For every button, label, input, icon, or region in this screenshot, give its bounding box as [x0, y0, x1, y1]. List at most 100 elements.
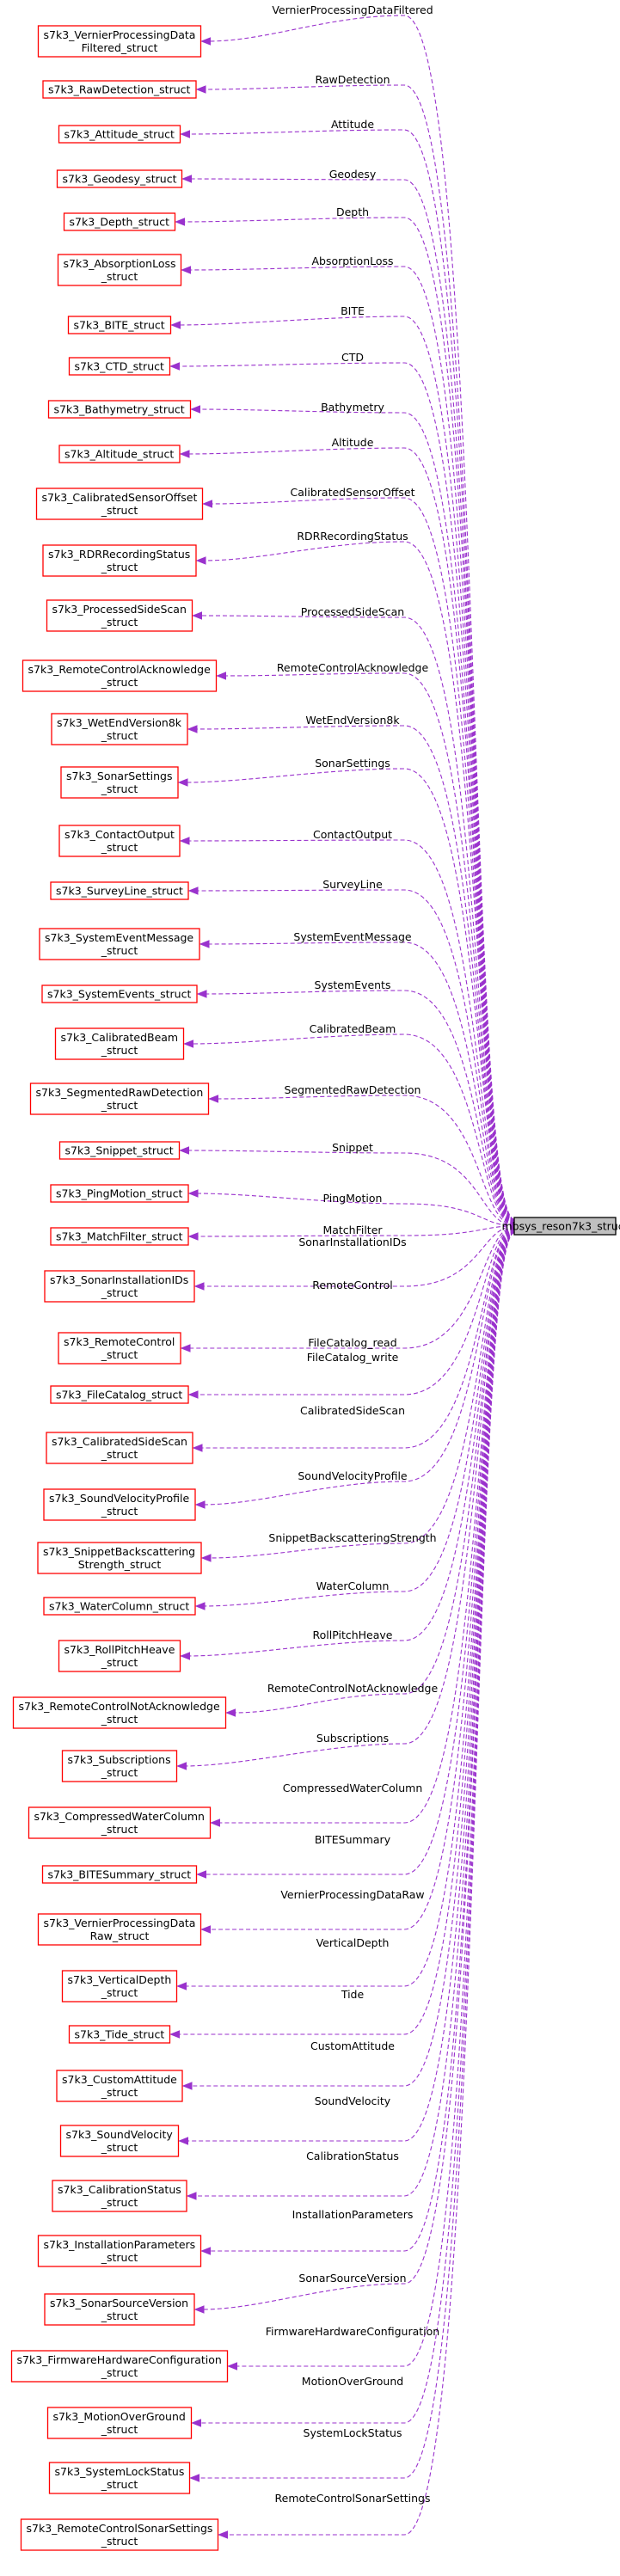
node-depth[interactable]: s7k3_Depth_struct: [63, 212, 176, 231]
node-contactoutput[interactable]: s7k3_ContactOutput_struct: [58, 825, 181, 857]
node-box-depth[interactable]: [63, 212, 176, 231]
node-box-calibratedsidescan[interactable]: [46, 1432, 193, 1464]
node-remotecontrolacknowledge[interactable]: s7k3_RemoteControlAcknowledge_struct: [21, 659, 218, 692]
node-systemevents[interactable]: s7k3_SystemEvents_struct: [41, 984, 198, 1003]
node-box-rawdetection[interactable]: [42, 80, 197, 99]
node-tide[interactable]: s7k3_Tide_struct: [68, 2025, 171, 2044]
node-box-geodesy[interactable]: [56, 169, 183, 188]
node-box-calibratedbeam[interactable]: [54, 1027, 185, 1060]
node-calibratedsidescan[interactable]: s7k3_CalibratedSideScan_struct: [46, 1432, 193, 1464]
node-remotecontrolnotacknowledge[interactable]: s7k3_RemoteControlNotAcknowledge_struct: [12, 1696, 227, 1729]
node-customattitude[interactable]: s7k3_CustomAttitude_struct: [56, 2070, 183, 2102]
node-sonarsettings[interactable]: s7k3_SonarSettings_struct: [60, 766, 179, 799]
node-box-vernierprocessingdataraw[interactable]: [37, 1913, 202, 1946]
node-box-rollpitchheave[interactable]: [58, 1640, 181, 1672]
node-box-soundvelocityprofile[interactable]: [43, 1488, 196, 1521]
node-box-compressedwatercolumn[interactable]: [28, 1806, 212, 1839]
node-box-bitesummary[interactable]: [41, 1865, 198, 1884]
node-box-sonarsourceversion[interactable]: [44, 2293, 195, 2326]
node-box-calibrationstatus[interactable]: [52, 2180, 187, 2212]
node-wetendversion8k[interactable]: s7k3_WetEndVersion8k_struct: [51, 713, 188, 745]
node-box-soundvelocity[interactable]: [59, 2125, 180, 2157]
target-node[interactable]: mbsys_reson7k3_struct: [501, 1217, 620, 1236]
node-box-altitude[interactable]: [58, 445, 181, 463]
node-soundvelocity[interactable]: s7k3_SoundVelocity_struct: [59, 2125, 180, 2157]
node-box-tide[interactable]: [68, 2025, 171, 2044]
node-absorptionloss[interactable]: s7k3_AbsorptionLoss_struct: [57, 254, 182, 286]
node-box-contactoutput[interactable]: [58, 825, 181, 857]
node-snippet[interactable]: s7k3_Snippet_struct: [58, 1141, 181, 1160]
node-box-bite[interactable]: [67, 316, 172, 334]
node-segmentedrawdetection[interactable]: s7k3_SegmentedRawDetection_struct: [29, 1083, 210, 1115]
node-box-motionoverground[interactable]: [46, 2407, 193, 2439]
node-geodesy[interactable]: s7k3_Geodesy_struct: [56, 169, 183, 188]
node-installationparameters[interactable]: s7k3_InstallationParameters_struct: [37, 2235, 202, 2267]
target-node-box[interactable]: [513, 1217, 617, 1236]
node-calibrationstatus[interactable]: s7k3_CalibrationStatus_struct: [52, 2180, 187, 2212]
node-bitesummary[interactable]: s7k3_BITESummary_struct: [41, 1865, 198, 1884]
node-box-calibratedsensoroffset[interactable]: [35, 488, 204, 520]
node-sonarinstallationids[interactable]: s7k3_SonarInstallationIDs_struct: [44, 1270, 195, 1303]
node-calibratedbeam[interactable]: s7k3_CalibratedBeam_struct: [54, 1027, 185, 1060]
node-box-systemlockstatus[interactable]: [48, 2462, 191, 2494]
node-attitude[interactable]: s7k3_Attitude_struct: [58, 125, 181, 144]
node-box-absorptionloss[interactable]: [57, 254, 182, 286]
node-box-systemevents[interactable]: [41, 984, 198, 1003]
node-surveyline[interactable]: s7k3_SurveyLine_struct: [50, 881, 189, 900]
node-box-vernierprocessingdatafiltered[interactable]: [37, 25, 202, 58]
node-calibratedsensoroffset[interactable]: s7k3_CalibratedSensorOffset_struct: [35, 488, 204, 520]
node-box-processedsidescan[interactable]: [46, 599, 193, 632]
node-box-remotecontrol[interactable]: [58, 1332, 181, 1365]
node-remotecontrol[interactable]: s7k3_RemoteControl_struct: [58, 1332, 181, 1365]
node-box-rdrrecordingstatus[interactable]: [42, 544, 197, 577]
node-box-matchfilter[interactable]: [50, 1227, 189, 1246]
node-box-filecatalog[interactable]: [50, 1385, 189, 1404]
node-rollpitchheave[interactable]: s7k3_RollPitchHeave_struct: [58, 1640, 181, 1672]
node-box-subscriptions[interactable]: [61, 1750, 178, 1782]
node-box-snippet[interactable]: [58, 1141, 181, 1160]
node-sonarsourceversion[interactable]: s7k3_SonarSourceVersion_struct: [44, 2293, 195, 2326]
node-processedsidescan[interactable]: s7k3_ProcessedSideScan_struct: [46, 599, 193, 632]
node-subscriptions[interactable]: s7k3_Subscriptions_struct: [61, 1750, 178, 1782]
node-box-bathymetry[interactable]: [47, 400, 192, 419]
node-motionoverground[interactable]: s7k3_MotionOverGround_struct: [46, 2407, 193, 2439]
node-box-surveyline[interactable]: [50, 881, 189, 900]
node-systemeventmessage[interactable]: s7k3_SystemEventMessage_struct: [39, 928, 200, 960]
node-verticaldepth[interactable]: s7k3_VerticalDepth_struct: [61, 1970, 178, 2003]
node-ctd[interactable]: s7k3_CTD_struct: [68, 357, 171, 376]
node-box-segmentedrawdetection[interactable]: [29, 1083, 210, 1115]
node-box-remotecontrolsonarsettings[interactable]: [20, 2518, 219, 2551]
node-bathymetry[interactable]: s7k3_Bathymetry_struct: [47, 400, 192, 419]
node-rdrrecordingstatus[interactable]: s7k3_RDRRecordingStatus_struct: [42, 544, 197, 577]
node-snippetbackscatteringstrength[interactable]: s7k3_SnippetBackscatteringStrength_struc…: [37, 1542, 202, 1574]
node-box-verticaldepth[interactable]: [61, 1970, 178, 2003]
node-box-ctd[interactable]: [68, 357, 171, 376]
node-bite[interactable]: s7k3_BITE_struct: [67, 316, 172, 334]
node-watercolumn[interactable]: s7k3_WaterColumn_struct: [43, 1597, 196, 1616]
node-vernierprocessingdatafiltered[interactable]: s7k3_VernierProcessingDataFiltered_struc…: [37, 25, 202, 58]
node-box-installationparameters[interactable]: [37, 2235, 202, 2267]
node-vernierprocessingdataraw[interactable]: s7k3_VernierProcessingDataRaw_struct: [37, 1913, 202, 1946]
node-matchfilter[interactable]: s7k3_MatchFilter_struct: [50, 1227, 189, 1246]
node-rawdetection[interactable]: s7k3_RawDetection_struct: [42, 80, 197, 99]
node-systemlockstatus[interactable]: s7k3_SystemLockStatus_struct: [48, 2462, 191, 2494]
node-box-attitude[interactable]: [58, 125, 181, 144]
node-box-wetendversion8k[interactable]: [51, 713, 188, 745]
node-box-firmwarehardwareconfiguration[interactable]: [10, 2350, 229, 2383]
node-filecatalog[interactable]: s7k3_FileCatalog_struct: [50, 1385, 189, 1404]
node-box-snippetbackscatteringstrength[interactable]: [37, 1542, 202, 1574]
node-box-remotecontrolnotacknowledge[interactable]: [12, 1696, 227, 1729]
node-soundvelocityprofile[interactable]: s7k3_SoundVelocityProfile_struct: [43, 1488, 196, 1521]
node-remotecontrolsonarsettings[interactable]: s7k3_RemoteControlSonarSettings_struct: [20, 2518, 219, 2551]
node-box-sonarsettings[interactable]: [60, 766, 179, 799]
node-box-customattitude[interactable]: [56, 2070, 183, 2102]
node-altitude[interactable]: s7k3_Altitude_struct: [58, 445, 181, 463]
node-box-watercolumn[interactable]: [43, 1597, 196, 1616]
node-compressedwatercolumn[interactable]: s7k3_CompressedWaterColumn_struct: [28, 1806, 212, 1839]
node-pingmotion[interactable]: s7k3_PingMotion_struct: [50, 1184, 189, 1203]
node-box-systemeventmessage[interactable]: [39, 928, 200, 960]
node-firmwarehardwareconfiguration[interactable]: s7k3_FirmwareHardwareConfiguration_struc…: [10, 2350, 229, 2383]
node-box-remotecontrolacknowledge[interactable]: [21, 659, 218, 692]
node-box-sonarinstallationids[interactable]: [44, 1270, 195, 1303]
node-box-pingmotion[interactable]: [50, 1184, 189, 1203]
